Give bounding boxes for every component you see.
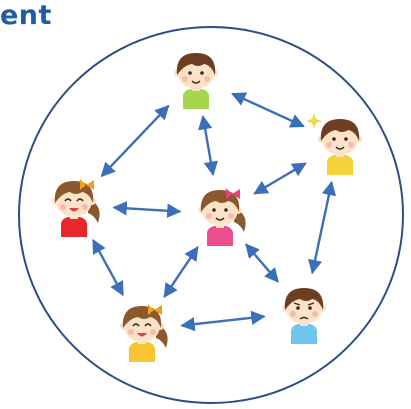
arrow-center-bottom-left [163, 245, 199, 299]
group-circle [18, 26, 404, 404]
hair [176, 53, 216, 75]
hair-bow [80, 179, 94, 190]
eye-left [212, 208, 216, 212]
arrow-left-bottom-left [92, 238, 124, 297]
shirt [128, 342, 156, 362]
cheek-right [82, 204, 88, 210]
cheek-left [60, 204, 66, 210]
heading-text: ent [0, 0, 52, 31]
arrow-right-upper-bottom-right [307, 180, 337, 275]
eye-right [308, 306, 312, 310]
cheek-right [348, 142, 354, 148]
cheek-right [204, 76, 210, 82]
hair [320, 119, 360, 141]
eye-left [132, 323, 140, 327]
mouth [335, 146, 345, 150]
eye-right [144, 323, 152, 327]
shirt [60, 217, 88, 237]
cheek-left [290, 311, 296, 317]
mouth [299, 316, 309, 320]
eye-left [64, 198, 72, 202]
cheek-left [182, 76, 188, 82]
cheek-left [326, 142, 332, 148]
hair-bow [148, 304, 162, 315]
mouth [191, 80, 201, 84]
cheek-right [312, 311, 318, 317]
cheek-right [150, 329, 156, 335]
shirt [182, 89, 210, 109]
mouth [69, 208, 79, 212]
cheek-left [128, 329, 134, 335]
arrow-center-bottom-right [245, 243, 279, 283]
mouth [137, 333, 147, 337]
eye-right [224, 208, 228, 212]
eye-left [188, 71, 192, 75]
eye-left [332, 137, 336, 141]
cheek-left [206, 213, 212, 219]
hair-bow [226, 188, 240, 199]
child-bottom-right [282, 288, 326, 344]
eye-right [344, 137, 348, 141]
eye-right [76, 198, 84, 202]
child-right-upper [306, 113, 362, 175]
hair [284, 288, 324, 310]
eyebrows [293, 302, 315, 306]
arrow-top-right-upper [231, 92, 305, 128]
arrow-top-left [100, 104, 170, 178]
mouth [215, 217, 225, 221]
eye-left [296, 306, 300, 310]
arrow-left-center [112, 201, 182, 218]
arrow-bottom-left-bottom-right [180, 310, 266, 332]
arrow-top-center [198, 114, 218, 177]
eye-right [200, 71, 204, 75]
child-center [198, 188, 246, 246]
shirt [290, 324, 318, 344]
cheek-right [228, 213, 234, 219]
shirt [206, 226, 234, 246]
sparkle-icon [306, 113, 322, 129]
connection-arrows [92, 92, 337, 332]
child-left [52, 179, 100, 237]
child-bottom-left [120, 304, 168, 362]
children-group [52, 53, 362, 362]
child-top [174, 53, 218, 109]
shirt [326, 155, 354, 175]
arrow-right-upper-center [253, 162, 307, 195]
